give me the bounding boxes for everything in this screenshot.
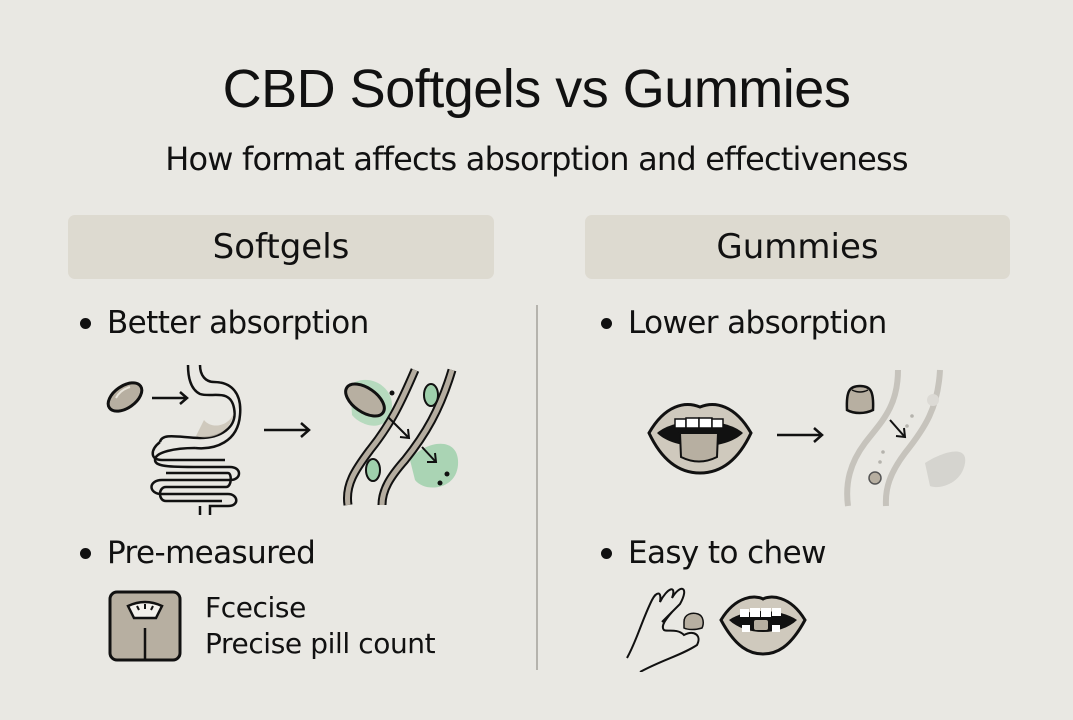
gummies-point-chew: Easy to chew [597,535,826,571]
bullet-icon [80,547,91,559]
point-label: Lower absorption [628,305,887,341]
stomach-intestine-icon [150,364,242,515]
gummies-column-header: Gummies [585,215,1010,279]
bloodstream-low-absorption-icon [844,369,966,507]
bloodstream-absorption-icon [342,368,459,506]
point-label: Pre-measured [107,535,316,571]
point-label: Easy to chew [628,535,826,571]
softgels-column-header: Softgels [68,215,494,279]
page-subtitle: How format affects absorption and effect… [165,140,908,178]
softgel-icon [106,381,144,413]
softgels-point-absorption: Better absorption [76,305,369,341]
point-label: Better absorption [107,305,369,341]
softgels-point-premeasured: Pre-measured [76,535,316,571]
column-divider [536,305,538,670]
softgels-note: Fcecise Precise pill count [205,590,436,662]
arrow-right-icon [777,427,824,443]
softgel-digestion-icon [106,364,242,515]
note-line: Fcecise [205,591,306,624]
bullet-icon [601,547,612,559]
arrow-right-icon [264,422,311,438]
note-line: Precise pill count [205,627,436,660]
gummies-point-absorption: Lower absorption [597,305,887,341]
bullet-icon [601,317,612,329]
hand-holding-gummy-icon [626,588,704,672]
page-title: CBD Softgels vs Gummies [222,59,851,119]
bullet-icon [80,317,91,329]
mouth-chewing-gummy-icon [647,403,753,475]
scale-icon [108,590,182,662]
mouth-open-icon [719,595,807,656]
